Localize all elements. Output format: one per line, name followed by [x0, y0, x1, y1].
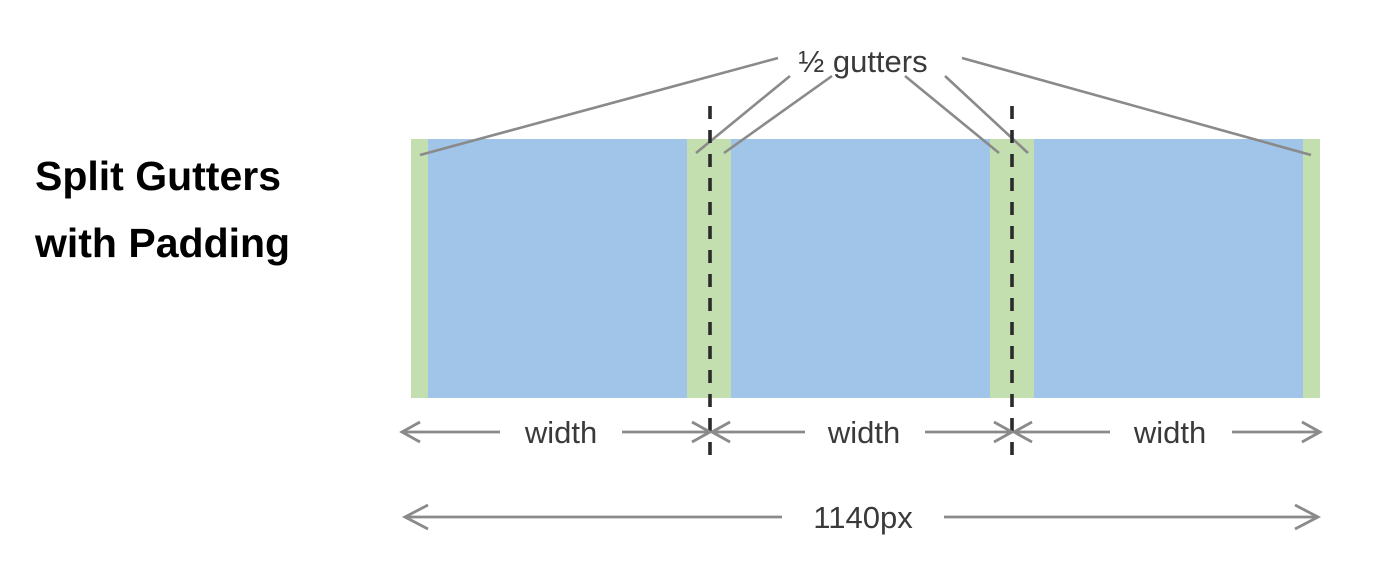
page-title-line-2: with Padding: [34, 220, 290, 266]
width-arrow-head-3-right: [1301, 420, 1323, 444]
half-gutters-label: ½ gutters: [798, 44, 927, 79]
width-arrow-head-1-left: [399, 420, 421, 444]
column-block-3: [1034, 139, 1303, 398]
leader-line-gutter2-left: [904, 74, 1000, 155]
total-width-arrow-head-right: [1294, 503, 1322, 531]
total-width-arrow-head-left: [401, 503, 429, 531]
leader-line-left-padding: [419, 56, 779, 157]
leader-line-right-padding: [961, 56, 1312, 157]
column-block-1: [428, 139, 687, 398]
width-label-3: width: [1133, 415, 1206, 450]
width-label-1: width: [524, 415, 597, 450]
total-width-label: 1140px: [813, 500, 913, 535]
leader-line-gutter1-right: [723, 74, 833, 155]
width-arrow-head-3-left: [1011, 420, 1033, 444]
column-block-2: [731, 139, 990, 398]
page-title-line-1: Split Gutters: [35, 153, 281, 199]
width-arrow-head-2-left: [709, 420, 731, 444]
width-label-2: width: [827, 415, 900, 450]
leader-line-gutter2-right: [944, 75, 1029, 154]
